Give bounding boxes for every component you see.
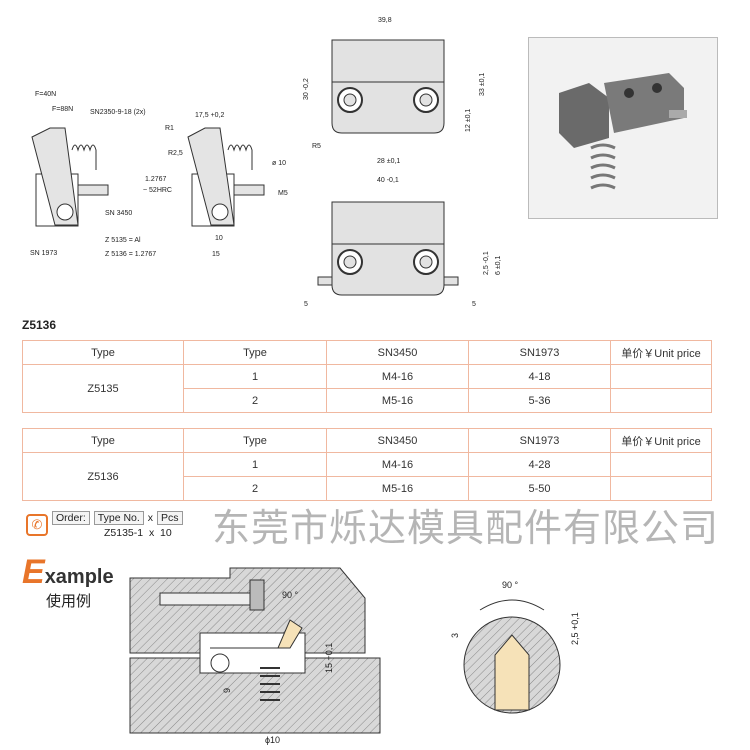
order-info: ✆ Order: Type No. x Pcs Z5135-1 x 10 (26, 511, 183, 539)
cell: M4-16 (326, 364, 469, 389)
label: ø 10 (272, 160, 286, 167)
header-cell: SN3450 (326, 428, 469, 453)
cell: 4-18 (468, 364, 611, 389)
model-cell: Z5135 (22, 364, 184, 413)
label: SN 1973 (30, 250, 57, 257)
label: 3 (450, 633, 460, 638)
header-cell: SN1973 (468, 340, 611, 365)
model-cell: Z5136 (22, 452, 184, 501)
product-photo (528, 37, 718, 219)
label: ϕ10 (265, 735, 280, 745)
label: 17,5 +0,2 (195, 112, 224, 119)
label: 5 (304, 301, 308, 308)
cell: 2 (183, 476, 327, 501)
price-cell (610, 388, 712, 413)
top-view-drawing: 39,8 30 -0,2 33 ±0,1 12 ±0,1 R5 28 ±0,1 … (303, 17, 502, 308)
label: 15 (212, 251, 220, 258)
times-sign: x (147, 512, 154, 524)
label: 5 (472, 301, 476, 308)
label: 28 ±0,1 (377, 158, 400, 165)
cell: 2 (183, 388, 327, 413)
cell: 5-50 (468, 476, 611, 501)
label: 9 (222, 688, 232, 693)
type-no-label: Type No. (93, 511, 144, 525)
label: 90 ° (502, 580, 519, 590)
label: 30 -0,2 (303, 78, 310, 100)
section-title: Z5136 (22, 318, 57, 332)
header-cell: Type (183, 340, 327, 365)
example-initial: E (22, 553, 45, 591)
label: F=40N (35, 91, 56, 98)
header-cell: 单价￥Unit price (610, 428, 712, 453)
label: 2,5 -0,1 (483, 251, 490, 275)
label: Z 5136 = 1.2767 (105, 251, 156, 258)
label: 12 ±0,1 (465, 109, 472, 132)
pcs-label: Pcs (157, 511, 183, 525)
header-cell: Type (22, 428, 184, 453)
example-subtitle: 使用例 (46, 593, 92, 610)
label: R5 (312, 143, 321, 150)
label: SN2350-9-18 (2x) (90, 109, 146, 116)
label: 10 (215, 235, 223, 242)
label: F=88N (52, 106, 73, 113)
label: 90 ° (282, 590, 299, 600)
cell: 4-28 (468, 452, 611, 477)
watermark: 东莞市烁达模具配件有限公司 (212, 506, 720, 550)
label: 40 -0,1 (377, 177, 399, 184)
cell: M5-16 (326, 476, 469, 501)
label: SN 3450 (105, 210, 132, 217)
header-cell: 单价￥Unit price (610, 340, 712, 365)
price-cell (610, 364, 712, 389)
label: 2,5 +0,1 (570, 612, 580, 645)
label: 6 ±0,1 (495, 255, 502, 275)
label: Z 5135 = Al (105, 237, 141, 244)
label: ~ 52HRC (143, 187, 172, 194)
label: M5 (278, 190, 288, 197)
label: R1 (165, 125, 174, 132)
header-cell: Type (183, 428, 327, 453)
label: 1.2767 (145, 176, 167, 183)
header-cell: SN3450 (326, 340, 469, 365)
label: 39,8 (378, 17, 392, 24)
example-assembly-drawing: 90 ° 15 +0,1 9 ϕ10 (129, 567, 381, 745)
cell: 1 (183, 452, 327, 477)
tip-detail-drawing: 90 ° 3 2,5 +0,1 (450, 580, 580, 714)
cell: M5-16 (326, 388, 469, 413)
side-view-drawing: F=40N F=88N SN2350-9-18 (2x) SN 3450 SN … (30, 91, 288, 258)
price-cell (610, 476, 712, 501)
label: R2,5 (168, 150, 183, 157)
order-label: Order: (52, 511, 90, 525)
example-rest: xample (44, 566, 114, 588)
price-cell (610, 452, 712, 477)
example-heading: Example (22, 553, 114, 592)
header-cell: Type (22, 340, 184, 365)
label: 33 ±0,1 (479, 73, 486, 96)
cell: 1 (183, 364, 327, 389)
cell: M4-16 (326, 452, 469, 477)
cell: 5-36 (468, 388, 611, 413)
label: 15 +0,1 (324, 643, 334, 673)
phone-icon: ✆ (26, 514, 48, 536)
header-cell: SN1973 (468, 428, 611, 453)
order-example: Z5135-1 x 10 (104, 527, 172, 539)
